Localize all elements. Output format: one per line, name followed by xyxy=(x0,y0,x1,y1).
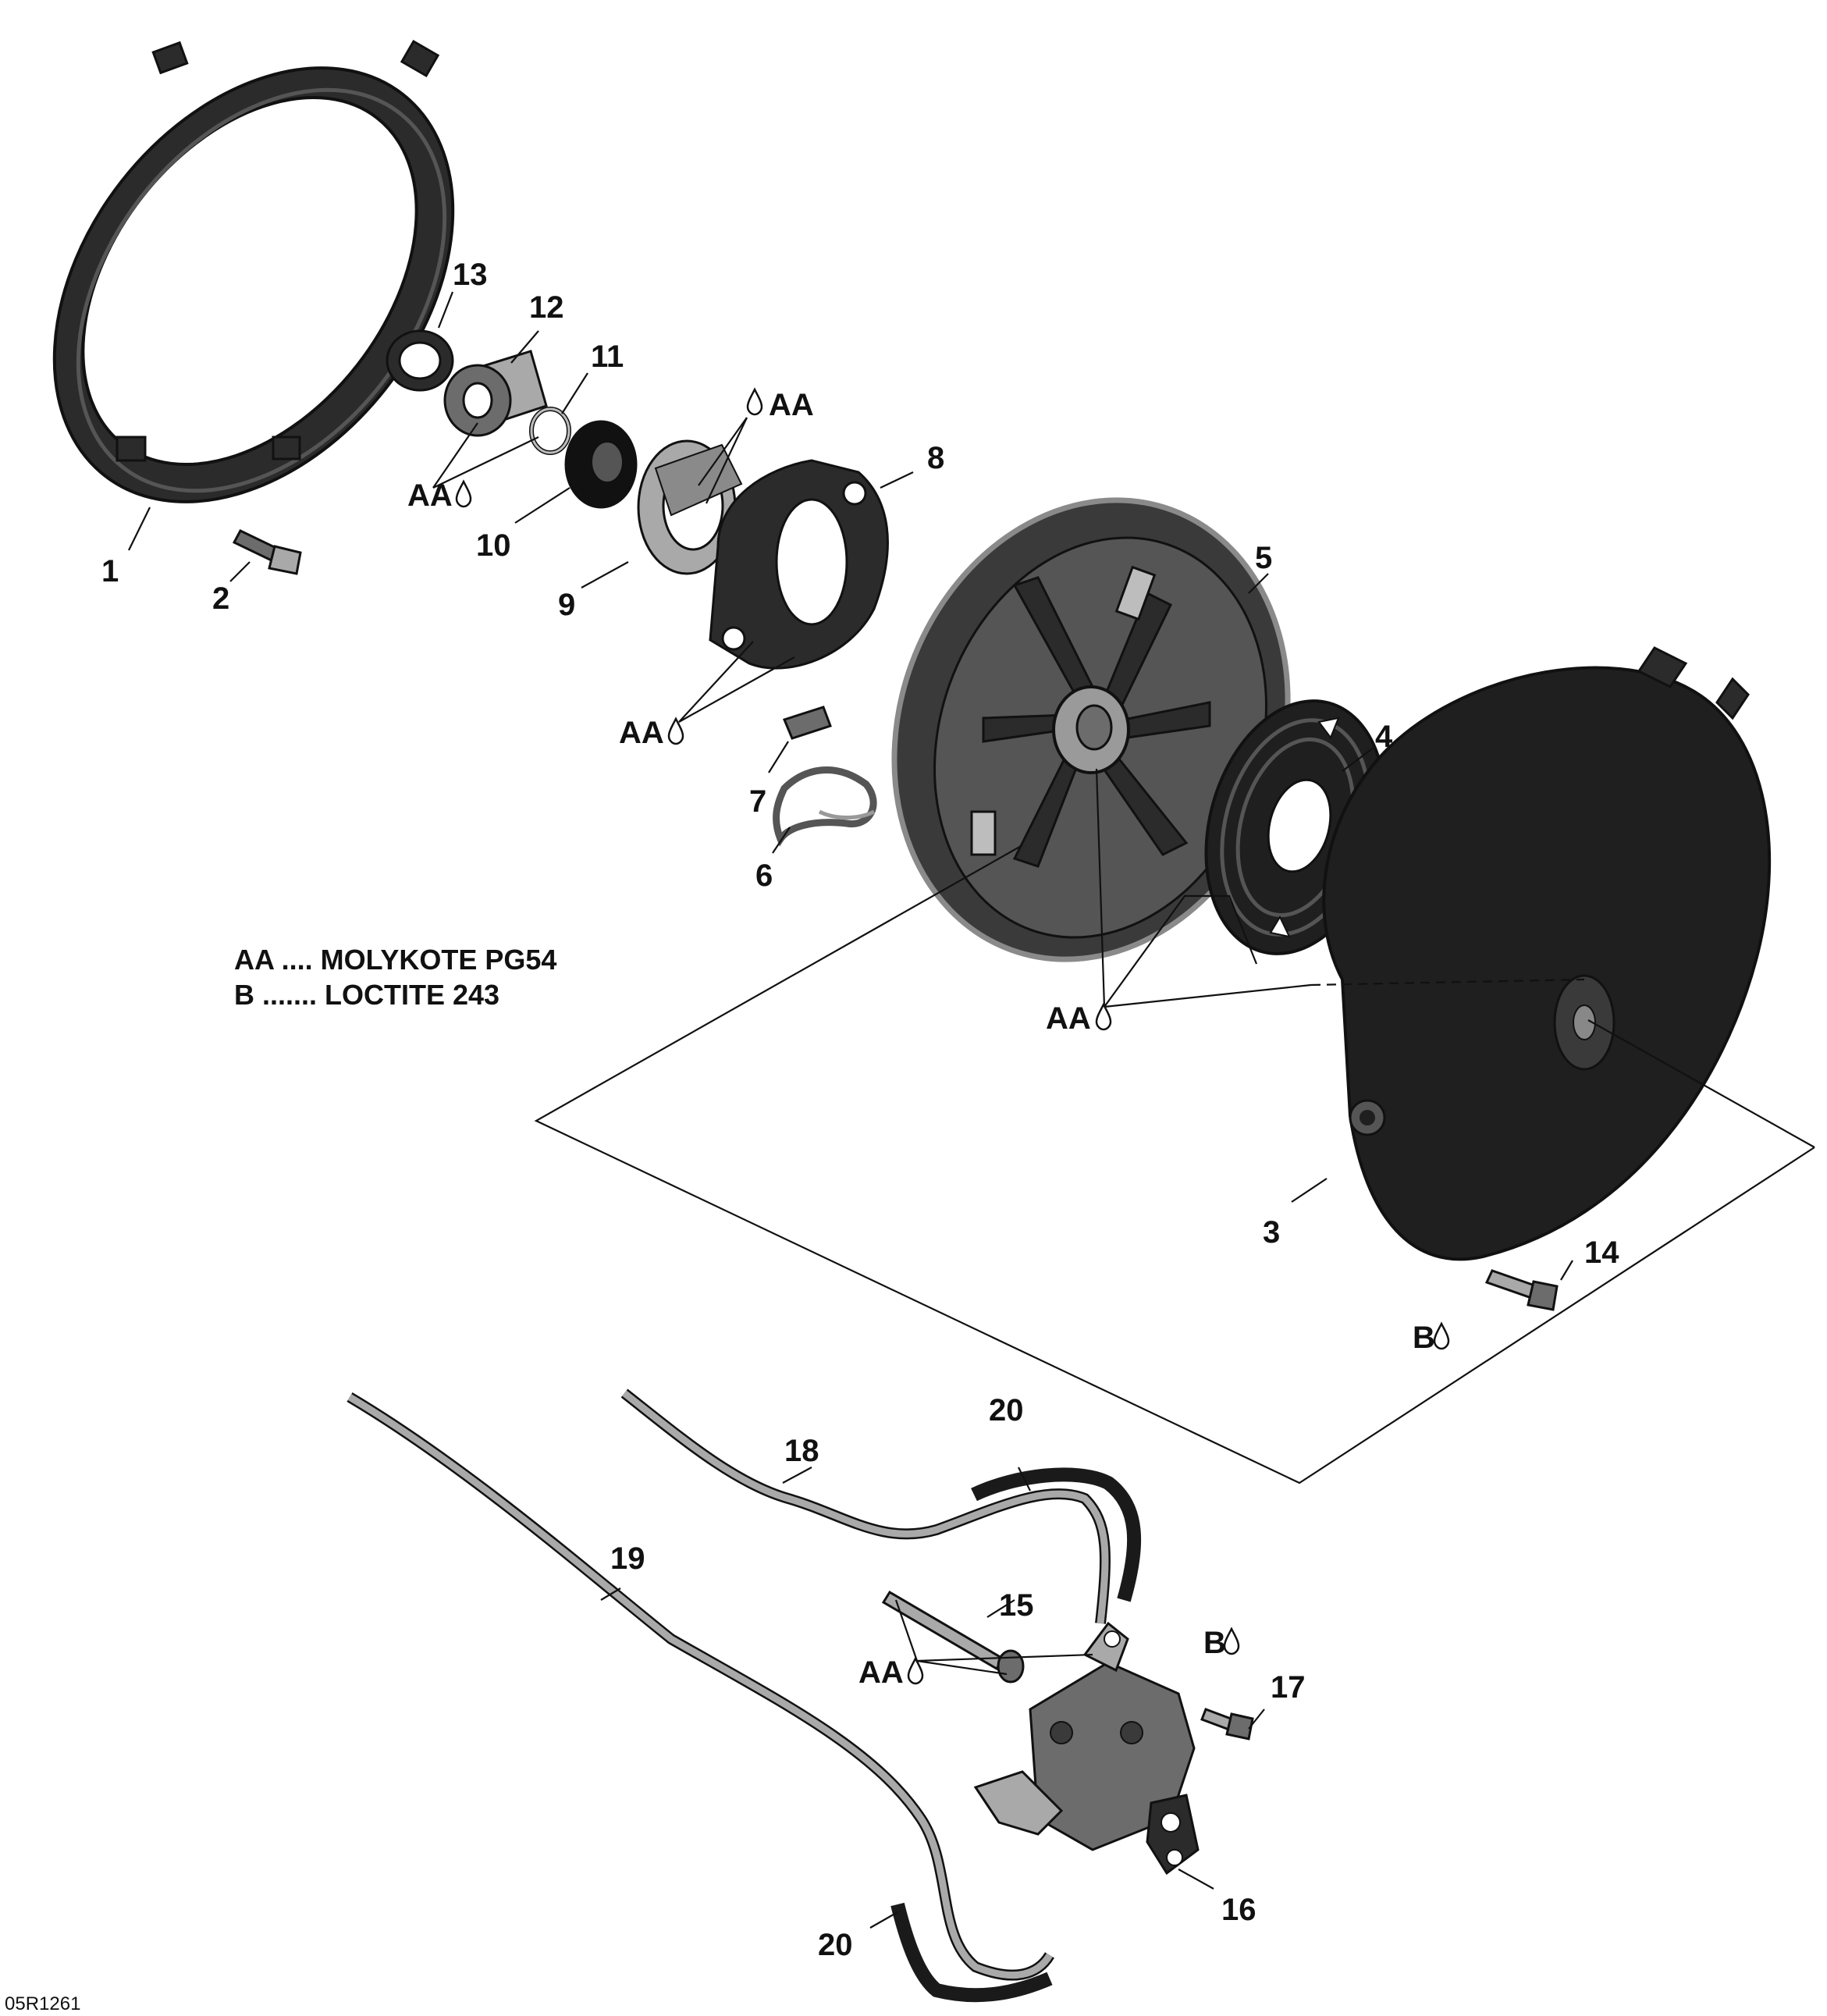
callout-15: 15 xyxy=(999,1588,1034,1623)
part-13-lock-washer xyxy=(386,329,454,392)
part-9-ratchet xyxy=(637,439,743,575)
part-6-rope-guide xyxy=(773,766,877,847)
part-8-cam-plate xyxy=(709,459,889,670)
part-1-retainer-ring xyxy=(52,39,455,503)
part-19-hose xyxy=(347,1392,1054,1981)
part-2-bolt xyxy=(232,529,302,575)
legend-line-aa: AA .... MOLYKOTE PG54 xyxy=(234,944,556,976)
callout-9: 9 xyxy=(558,588,575,622)
callout-8: 8 xyxy=(927,441,944,475)
callout-3: 3 xyxy=(1263,1215,1280,1250)
mark-aa-pump: AA xyxy=(858,1655,904,1690)
part-10-seal xyxy=(564,420,638,509)
mark-b-bolt14: B xyxy=(1413,1321,1435,1355)
part-14-bolt xyxy=(1484,1269,1559,1311)
legend-line-b: B ....... LOCTITE 243 xyxy=(234,979,499,1011)
callout-10: 10 xyxy=(476,528,511,563)
part-18-hose xyxy=(620,1388,1111,1624)
callout-5: 5 xyxy=(1255,541,1272,575)
part-3-starter-housing xyxy=(1322,646,1772,1261)
part-11-o-ring xyxy=(529,407,571,455)
part-12-flanged-bushing xyxy=(443,350,548,437)
callout-6: 6 xyxy=(755,859,773,893)
mark-b-bolt17: B xyxy=(1203,1626,1226,1660)
callout-labels: 1 2 3 4 5 6 7 8 9 10 11 12 13 14 15 16 1… xyxy=(101,258,1619,1962)
leader-lines xyxy=(128,291,1815,1929)
mark-aa-top: AA xyxy=(769,388,814,422)
mark-aa-ring: AA xyxy=(407,478,453,513)
part-16-oil-pump xyxy=(973,1621,1200,1876)
callout-7: 7 xyxy=(749,784,766,819)
part-17-bolt xyxy=(1200,1708,1254,1740)
assembly-outline xyxy=(534,844,1815,1484)
part-7-key xyxy=(782,706,832,740)
legend: AA .... MOLYKOTE PG54 B ....... LOCTITE … xyxy=(234,944,556,1011)
callout-11: 11 xyxy=(591,340,624,374)
lube-marks: AA AA AA AA AA B B xyxy=(407,388,1450,1690)
callout-14: 14 xyxy=(1584,1236,1619,1270)
callout-4: 4 xyxy=(1375,720,1393,754)
reference-code: 05R1261 xyxy=(5,1993,80,2014)
callout-16: 16 xyxy=(1221,1893,1257,1927)
callout-12: 12 xyxy=(529,290,564,325)
callout-13: 13 xyxy=(453,258,488,292)
callout-20-top: 20 xyxy=(989,1393,1024,1428)
part-20-hose-top xyxy=(971,1467,1142,1602)
callout-20-bottom: 20 xyxy=(818,1928,853,1962)
part-5-starter-pulley xyxy=(891,497,1291,962)
callout-2: 2 xyxy=(212,581,229,616)
callout-1: 1 xyxy=(101,554,119,588)
mark-aa-spring: AA xyxy=(1046,1001,1091,1036)
part-20-hose-bottom xyxy=(890,1902,1053,2003)
callout-19: 19 xyxy=(610,1541,645,1576)
mark-aa-cam: AA xyxy=(619,716,664,750)
callout-18: 18 xyxy=(784,1434,819,1468)
callout-17: 17 xyxy=(1271,1670,1306,1705)
